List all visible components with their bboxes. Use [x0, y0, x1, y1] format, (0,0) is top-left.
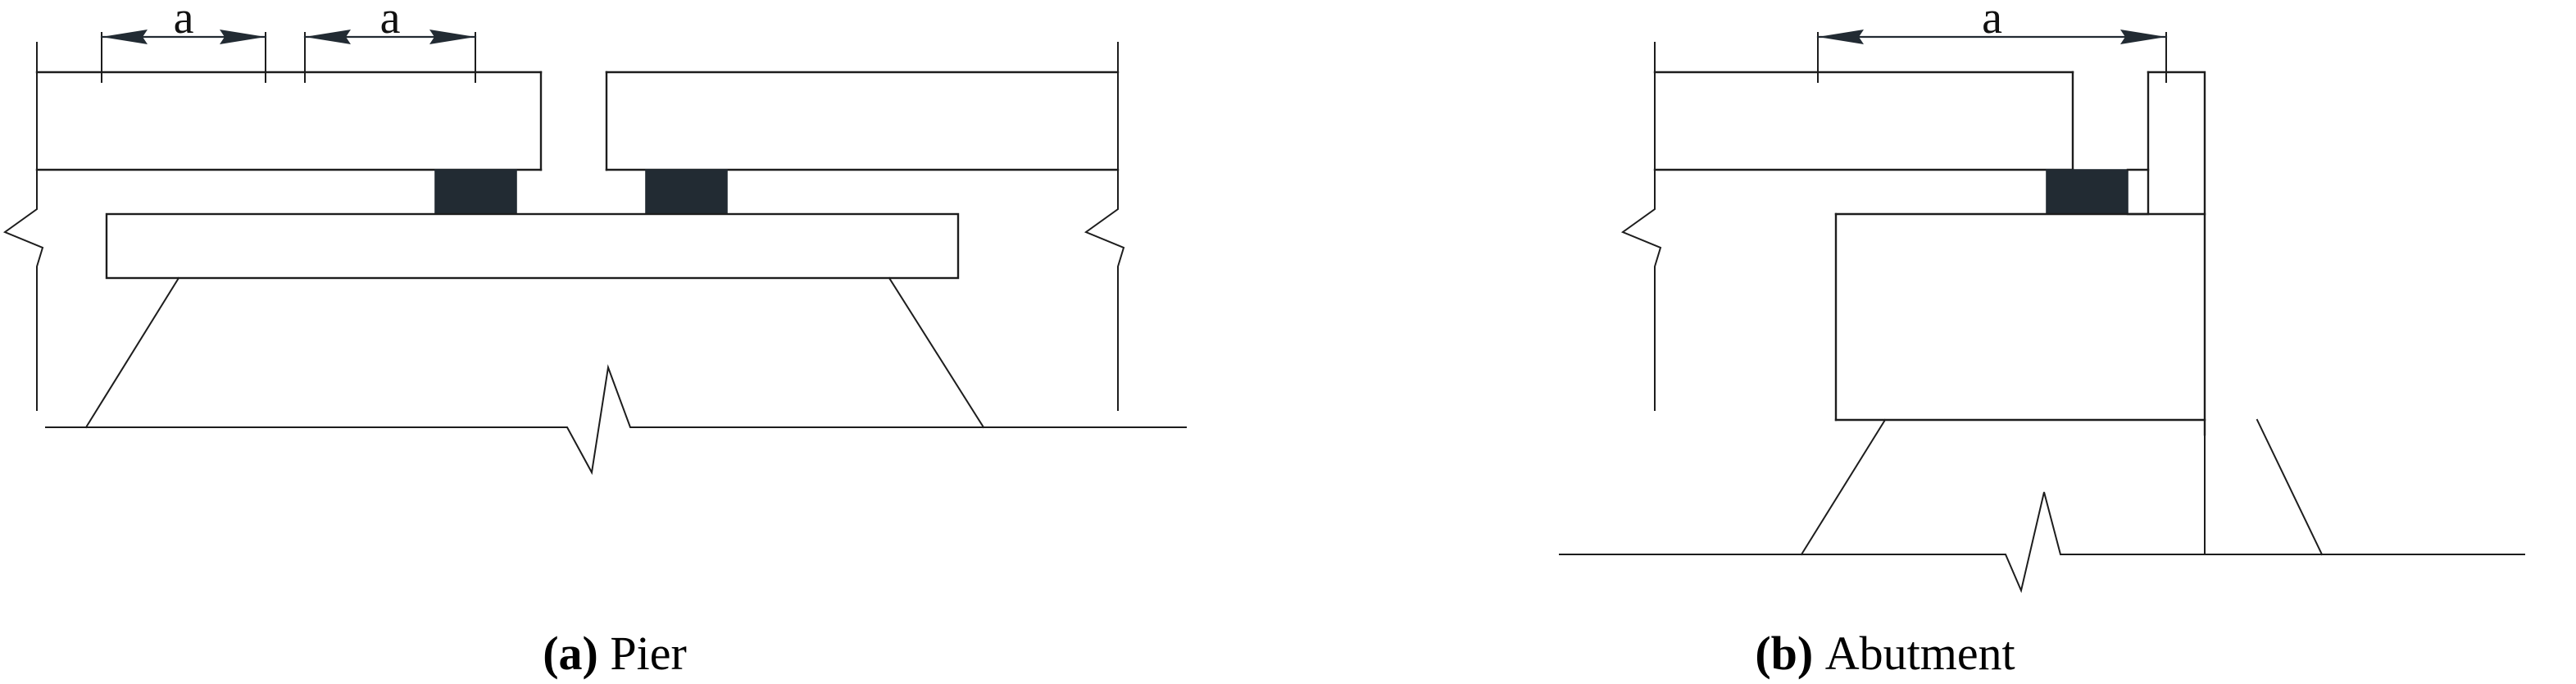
- pier-dim-right-label: a: [379, 0, 401, 43]
- girder-right: [605, 71, 1120, 171]
- abutment-stem: [1834, 212, 2206, 422]
- pier-dim-left-label: a: [173, 0, 194, 43]
- abutment-dim-label: a: [1982, 0, 2002, 43]
- caption-abutment: (b) Abutment: [1557, 627, 2213, 681]
- caption-pier: (a) Pier: [328, 627, 902, 681]
- girder: [1653, 71, 2074, 171]
- pier-dim-right: [303, 30, 477, 83]
- break-line: [1620, 42, 1662, 411]
- caption-abutment-label: (b): [1755, 627, 1814, 681]
- bearing-pad: [2046, 169, 2128, 215]
- bearing-pad-left: [434, 169, 517, 215]
- ground-line: [1559, 491, 2525, 594]
- girder-left: [35, 71, 543, 171]
- pier-dim-left: [100, 30, 267, 83]
- caption-pier-name: Pier: [610, 627, 687, 681]
- pier-panel: [2, 30, 1187, 476]
- ground-line: [45, 364, 1187, 476]
- abutment-dim: [1816, 30, 2168, 83]
- caption-abutment-name: Abutment: [1824, 627, 2015, 681]
- foundation-splay: [1800, 418, 2324, 556]
- abutment-backwall: [2147, 71, 2206, 436]
- caption-pier-label: (a): [543, 627, 598, 681]
- abutment-panel: [1559, 30, 2525, 594]
- bearing-pad-right: [645, 169, 728, 215]
- break-line-left: [2, 42, 44, 411]
- pier-cap: [105, 212, 960, 280]
- break-line-right: [1084, 42, 1125, 411]
- foundation-splay: [84, 276, 985, 429]
- abutment-seat: [2126, 168, 2150, 216]
